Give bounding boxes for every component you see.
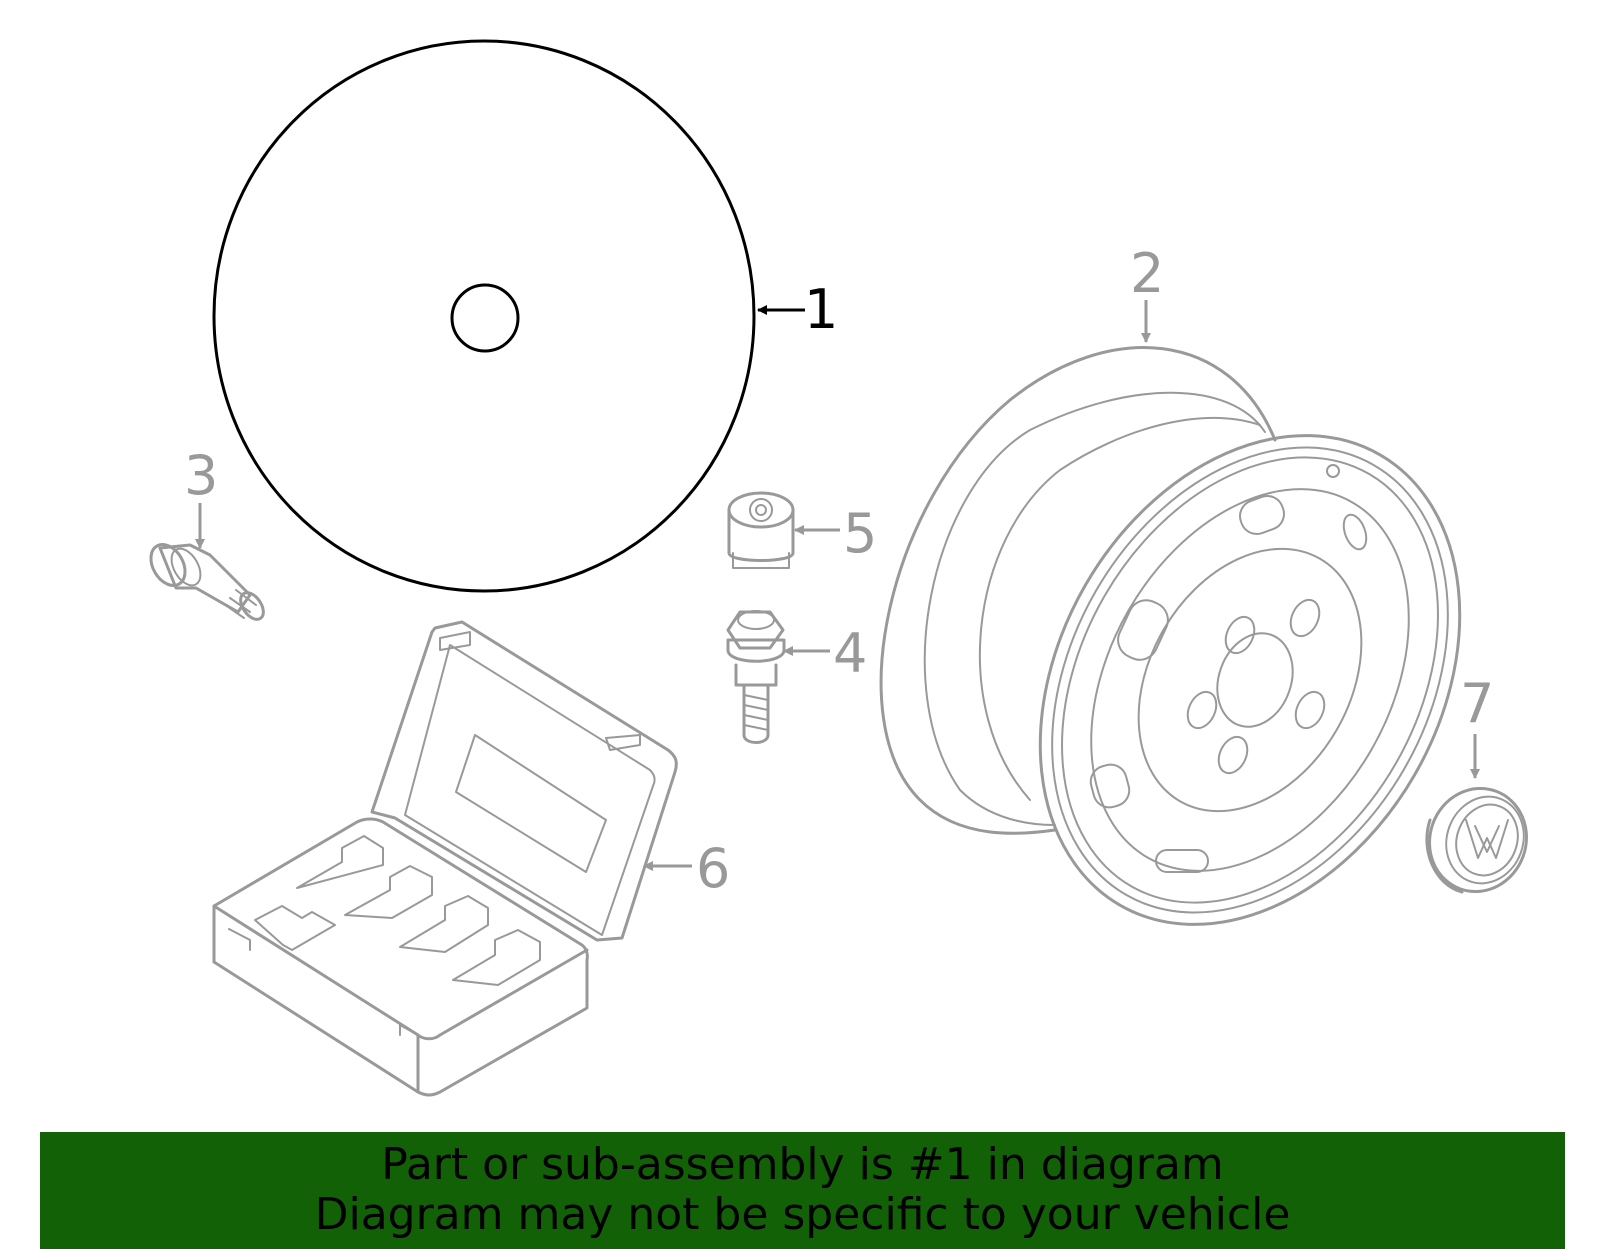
callout-6-label: 6: [696, 837, 730, 900]
part-6-tool-case[interactable]: [212, 620, 678, 1097]
callout-7-label: 7: [1460, 672, 1494, 735]
callout-1-label: 1: [804, 278, 838, 341]
callout-1: 1: [757, 278, 838, 341]
part-1-tire-cover[interactable]: [212, 39, 756, 593]
callout-6: 6: [643, 837, 730, 900]
part-5-locking-bolt[interactable]: [727, 491, 795, 569]
callout-4-label: 4: [833, 622, 867, 685]
part-3-valve-stem[interactable]: [144, 538, 268, 623]
callout-4: 4: [783, 622, 867, 685]
callout-5: 5: [794, 502, 877, 565]
callout-2: 2: [1130, 242, 1164, 343]
part-7-center-cap[interactable]: [1415, 775, 1541, 906]
callout-2-label: 2: [1130, 242, 1164, 305]
info-banner: Part or sub-assembly is #1 in diagram Di…: [40, 1132, 1565, 1249]
callout-3: 3: [184, 444, 218, 549]
parts-diagram: 1 2 3: [144, 39, 1544, 1097]
callout-3-label: 3: [184, 444, 218, 507]
banner-line-1: Part or sub-assembly is #1 in diagram: [381, 1139, 1224, 1190]
part-4-wheel-bolt[interactable]: [726, 610, 786, 744]
banner-line-2: Diagram may not be specific to your vehi…: [314, 1189, 1291, 1240]
callout-5-label: 5: [843, 502, 877, 565]
part-2-steel-wheel[interactable]: [879, 346, 1544, 1001]
vw-logo-icon: [1455, 803, 1519, 877]
callout-7: 7: [1460, 672, 1494, 779]
